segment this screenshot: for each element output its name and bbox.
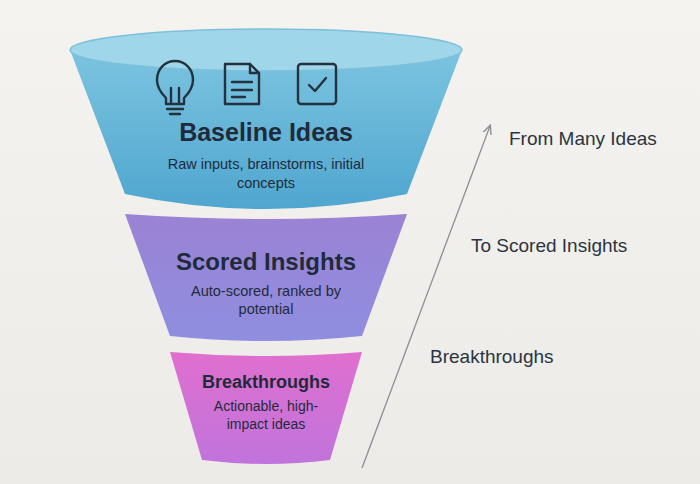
band-fill [170,352,362,464]
progress-arrow [362,126,490,468]
band-heading: Scored Insights [176,248,356,276]
band-heading: Baseline Ideas [179,118,353,147]
band-text: BreakthroughsActionable, high-impact ide… [170,372,362,433]
band-description: Auto-scored, ranked by potential [181,282,351,320]
stage-label: Breakthroughs [430,346,554,368]
checkbox-icon [298,64,336,104]
lightbulb-icon [157,61,193,114]
funnel-band-bottom: BreakthroughsActionable, high-impact ide… [170,352,362,470]
band-fill [125,214,407,341]
funnel-band-top: Baseline IdeasRaw inputs, brainstorms, i… [70,28,462,214]
band-text: Scored InsightsAuto-scored, ranked by po… [125,248,407,319]
band-description: Actionable, high-impact ideas [211,397,321,433]
band-text: Baseline IdeasRaw inputs, brainstorms, i… [70,118,462,192]
document-icon [225,64,259,104]
band-shape [125,214,407,346]
funnel-rim [70,29,462,71]
band-description: Raw inputs, brainstorms, initial concept… [156,155,376,193]
band-heading: Breakthroughs [202,372,330,393]
stage-label: To Scored Insights [471,235,627,257]
stage-label: From Many Ideas [509,128,657,150]
funnel-band-middle: Scored InsightsAuto-scored, ranked by po… [125,214,407,346]
band-fill [70,50,462,209]
